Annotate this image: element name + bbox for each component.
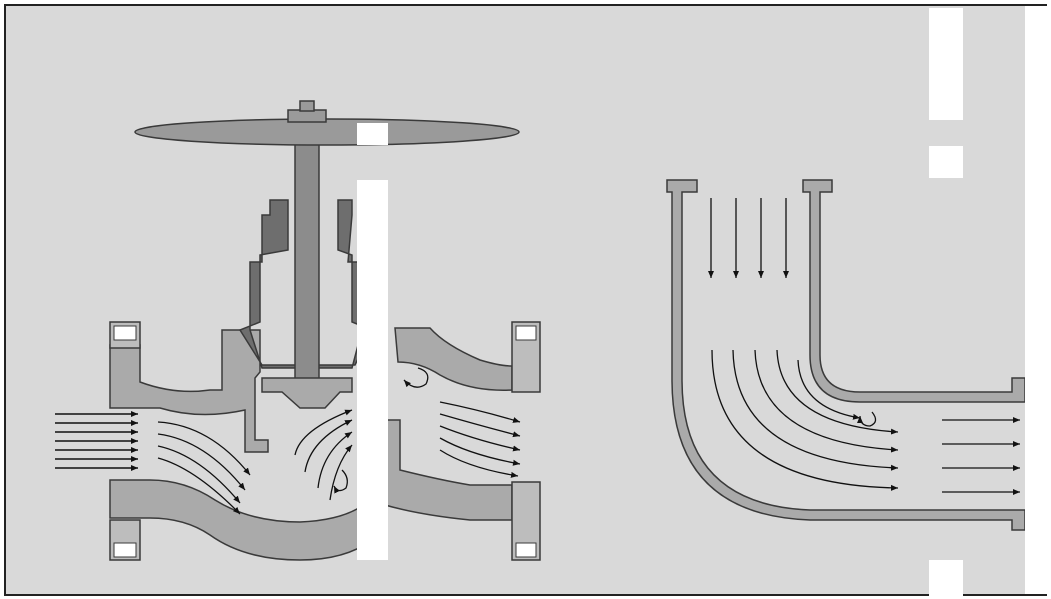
mask-1 [357,123,388,145]
elbow-streamlines [711,349,899,491]
valve-bonnet [238,199,374,369]
valve-body-upper-left [109,329,269,453]
mask-4 [929,146,963,178]
inlet-flange-bolt-hole [113,542,137,558]
stem-cap [299,100,315,112]
globe-valve [55,100,541,561]
valve-streamlines [157,401,521,515]
elbow-eddy [857,411,877,427]
mask-5 [929,560,963,597]
elbow-inlet-arrows [708,198,789,278]
elbow-outlet-arrows [942,417,1020,495]
mask-3 [929,8,963,120]
valve-stem [294,117,320,381]
mask-2 [357,180,388,560]
outlet-flange-bolt-hole [515,542,537,558]
elbow-inner-wall [802,179,1026,403]
handwheel [134,118,520,146]
redaction-masks [357,6,1051,597]
valve-disc [261,377,353,409]
valve-inlet-arrows [55,411,138,471]
outlet-flange-bolt-hole-top [515,325,537,341]
mask-right-edge [1025,6,1051,594]
valve-eddy-lower [333,469,348,494]
valve-eddy-upper [403,367,429,388]
inlet-flange-bolt-hole-top [113,325,137,341]
handwheel-nut [287,109,327,123]
